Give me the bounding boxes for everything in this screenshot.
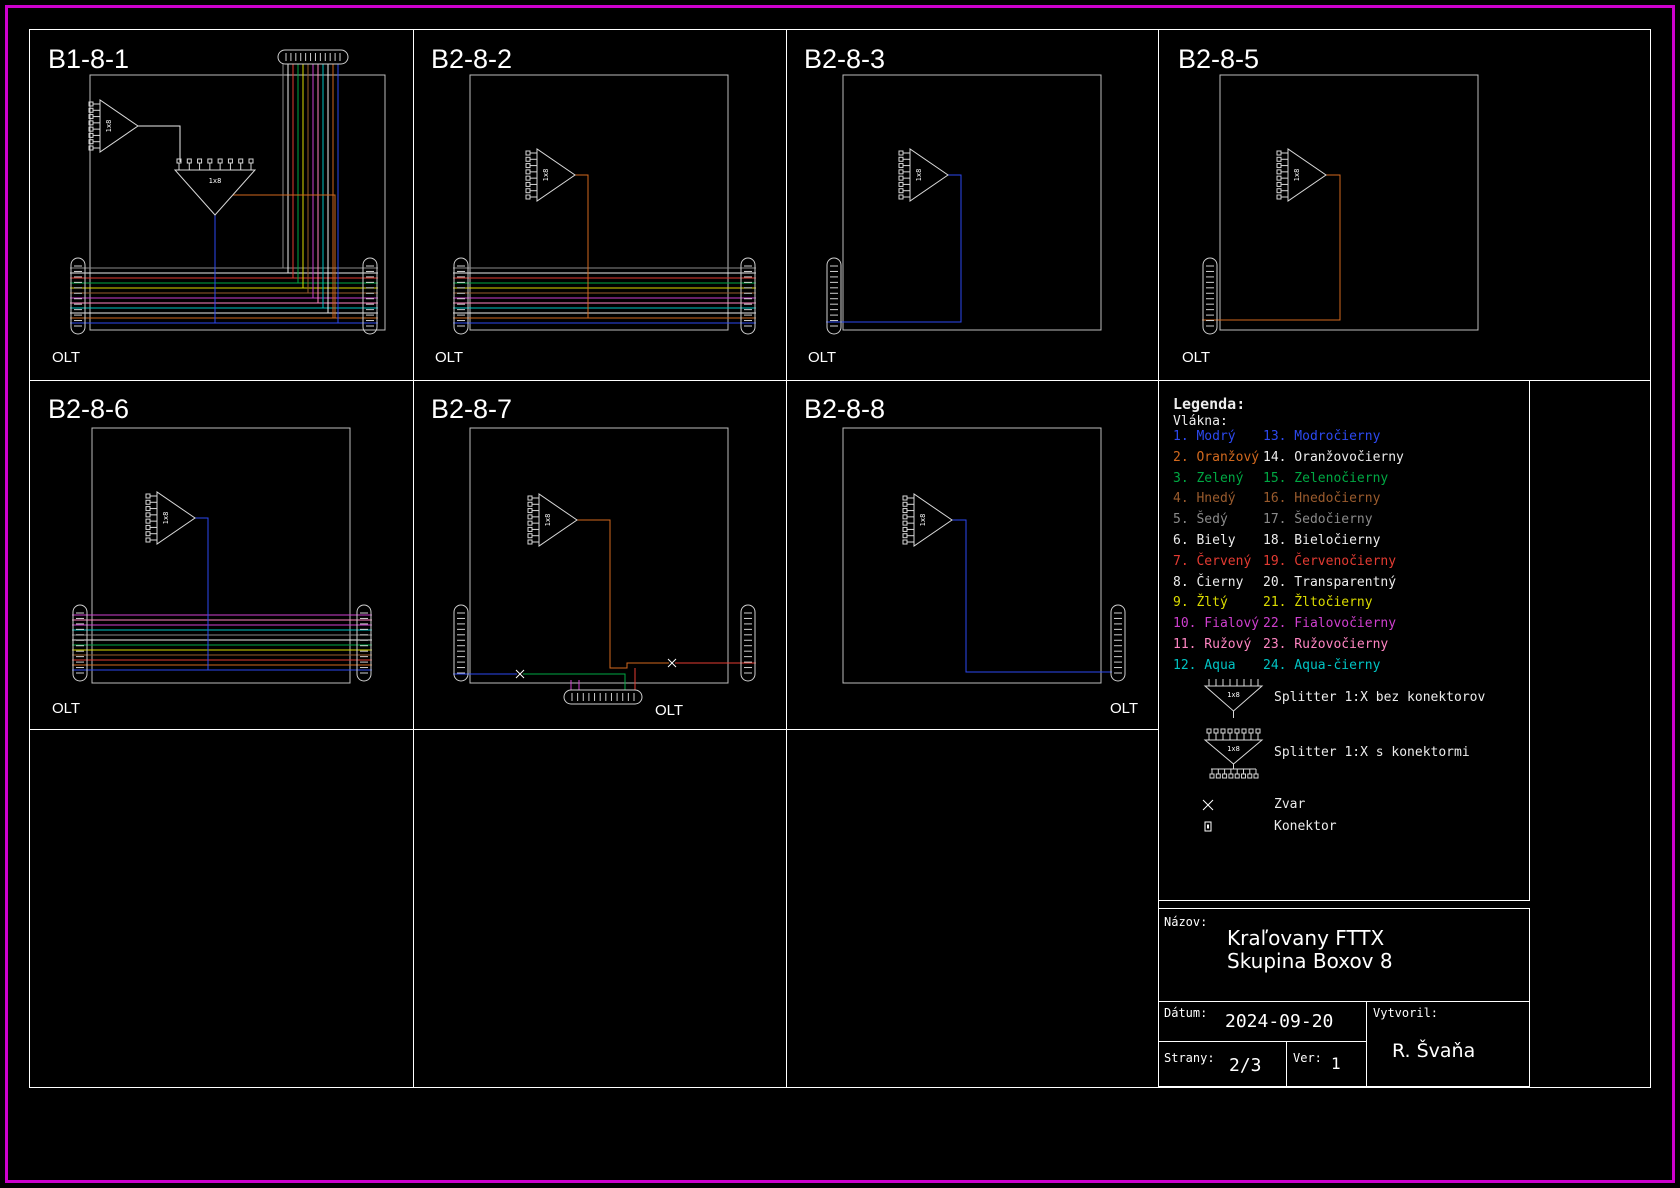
- panel-B2-8-3: B2-8-3 1x8OLT: [786, 30, 1158, 380]
- svg-text:1x8: 1x8: [209, 177, 222, 185]
- olt-label: OLT: [808, 349, 836, 366]
- olt-label: OLT: [1110, 700, 1138, 717]
- panel-B1-8-1: B1-8-1 1x8 1x8OLT: [30, 30, 413, 380]
- fiber-list-col1: 1. Modrý2. Oranžový3. Zelený4. Hnedý5. Š…: [1173, 427, 1259, 677]
- legend-fiber-2: 2. Oranžový: [1173, 448, 1259, 469]
- panel-title: B2-8-8: [804, 394, 885, 424]
- svg-text:1x8: 1x8: [919, 514, 927, 527]
- ver-label: Ver:: [1293, 1051, 1322, 1065]
- legend-symbol-label: Splitter 1:X bez konektorov: [1274, 690, 1485, 705]
- legend-fiber-9: 9. Žltý: [1173, 593, 1259, 614]
- legend-title: Legenda:: [1173, 395, 1245, 413]
- legend-fiber-12: 12. Aqua: [1173, 656, 1259, 677]
- legend-fiber-21: 21. Žltočierny: [1263, 593, 1404, 614]
- panel-title: B1-8-1: [48, 44, 129, 74]
- olt-label: OLT: [52, 349, 80, 366]
- legend-fiber-23: 23. Ružovočierny: [1263, 635, 1404, 656]
- legend-symbol-label: Zvar: [1274, 797, 1305, 812]
- legend-fiber-22: 22. Fialovočierny: [1263, 614, 1404, 635]
- panel-B2-8-5: B2-8-5 1x8OLT: [1158, 30, 1650, 380]
- splitter-with-connectors-icon: 1x8: [1199, 727, 1269, 783]
- legend-fiber-20: 20. Transparentný: [1263, 573, 1404, 594]
- titleblock-strany-cell: Strany: 2/3: [1159, 1041, 1286, 1086]
- drawing-title: Kraľovany FTTX Skupina Boxov 8: [1227, 927, 1393, 973]
- title-block: Názov: Kraľovany FTTX Skupina Boxov 8 Dá…: [1158, 908, 1530, 1087]
- grid-divider-h2: [30, 729, 1158, 730]
- strany-value: 2/3: [1229, 1055, 1262, 1076]
- legend-fiber-5: 5. Šedý: [1173, 510, 1259, 531]
- splitter-without-connectors-icon: 1x8: [1199, 676, 1269, 722]
- svg-text:1x8: 1x8: [1293, 169, 1301, 182]
- datum-label: Dátum:: [1164, 1006, 1207, 1020]
- olt-label: OLT: [435, 349, 463, 366]
- panel-B2-8-6: B2-8-6 1x8OLT: [30, 380, 413, 729]
- connector-icon: [1201, 820, 1215, 834]
- legend-fiber-19: 19. Červenočierny: [1263, 552, 1404, 573]
- panel-B2-8-7: B2-8-7 1x8OLT: [413, 380, 786, 729]
- legend-fiber-24: 24. Aqua-čierny: [1263, 656, 1404, 677]
- titleblock-nazov-cell: Názov: Kraľovany FTTX Skupina Boxov 8: [1159, 909, 1529, 1001]
- legend-fiber-4: 4. Hnedý: [1173, 489, 1259, 510]
- olt-label: OLT: [655, 702, 683, 719]
- titleblock-vytvoril-cell: Vytvoril: R. Švaňa: [1366, 1001, 1529, 1086]
- vytvoril-label: Vytvoril:: [1373, 1006, 1438, 1020]
- legend-fiber-17: 17. Šedočierny: [1263, 510, 1404, 531]
- datum-value: 2024-09-20: [1225, 1011, 1333, 1032]
- splice-icon: [1201, 798, 1215, 812]
- svg-text:1x8: 1x8: [542, 169, 550, 182]
- drawing-frame: B1-8-11x81x8OLTB2-8-21x8OLTB2-8-31x8OLTB…: [29, 29, 1651, 1088]
- svg-text:1x8: 1x8: [1227, 745, 1240, 753]
- fiber-list-col2: 13. Modročierny14. Oranžovočierny15. Zel…: [1263, 427, 1404, 677]
- legend-fiber-18: 18. Bieločierny: [1263, 531, 1404, 552]
- legend-fiber-15: 15. Zelenočierny: [1263, 469, 1404, 490]
- svg-text:1x8: 1x8: [105, 120, 113, 133]
- legend-symbol-label: Splitter 1:X s konektormi: [1274, 745, 1470, 760]
- legend-fiber-11: 11. Ružový: [1173, 635, 1259, 656]
- drawing-title-line1: Kraľovany FTTX: [1227, 927, 1393, 950]
- titleblock-datum-cell: Dátum: 2024-09-20: [1159, 1001, 1366, 1041]
- panel-title: B2-8-3: [804, 44, 885, 74]
- legend-fiber-8: 8. Čierny: [1173, 573, 1259, 594]
- svg-text:1x8: 1x8: [915, 169, 923, 182]
- panel-title: B2-8-5: [1178, 44, 1259, 74]
- legend-symbol-label: Konektor: [1274, 819, 1337, 834]
- ver-value: 1: [1331, 1054, 1341, 1073]
- svg-text:1x8: 1x8: [544, 514, 552, 527]
- legend-fiber-13: 13. Modročierny: [1263, 427, 1404, 448]
- olt-label: OLT: [52, 700, 80, 717]
- strany-label: Strany:: [1164, 1051, 1215, 1065]
- panel-B2-8-2: B2-8-2 1x8OLT: [413, 30, 786, 380]
- author-name: R. Švaňa: [1392, 1040, 1475, 1062]
- olt-label: OLT: [1182, 349, 1210, 366]
- legend-fiber-1: 1. Modrý: [1173, 427, 1259, 448]
- legend-fiber-6: 6. Biely: [1173, 531, 1259, 552]
- legend-fiber-14: 14. Oranžovočierny: [1263, 448, 1404, 469]
- legend-panel: Legenda: Vlákna: 1. Modrý2. Oranžový3. Z…: [1158, 380, 1530, 901]
- nazov-label: Názov:: [1164, 915, 1207, 929]
- panel-title: B2-8-2: [431, 44, 512, 74]
- drawing-title-line2: Skupina Boxov 8: [1227, 950, 1393, 973]
- titleblock-ver-cell: Ver: 1: [1286, 1041, 1366, 1086]
- legend-fiber-16: 16. Hnedočierny: [1263, 489, 1404, 510]
- legend-fiber-7: 7. Červený: [1173, 552, 1259, 573]
- panel-title: B2-8-6: [48, 394, 129, 424]
- panel-B2-8-8: B2-8-8 1x8OLT: [786, 380, 1158, 729]
- svg-text:1x8: 1x8: [162, 512, 170, 525]
- panel-title: B2-8-7: [431, 394, 512, 424]
- svg-text:1x8: 1x8: [1227, 691, 1240, 699]
- legend-fiber-10: 10. Fialový: [1173, 614, 1259, 635]
- legend-fiber-3: 3. Zelený: [1173, 469, 1259, 490]
